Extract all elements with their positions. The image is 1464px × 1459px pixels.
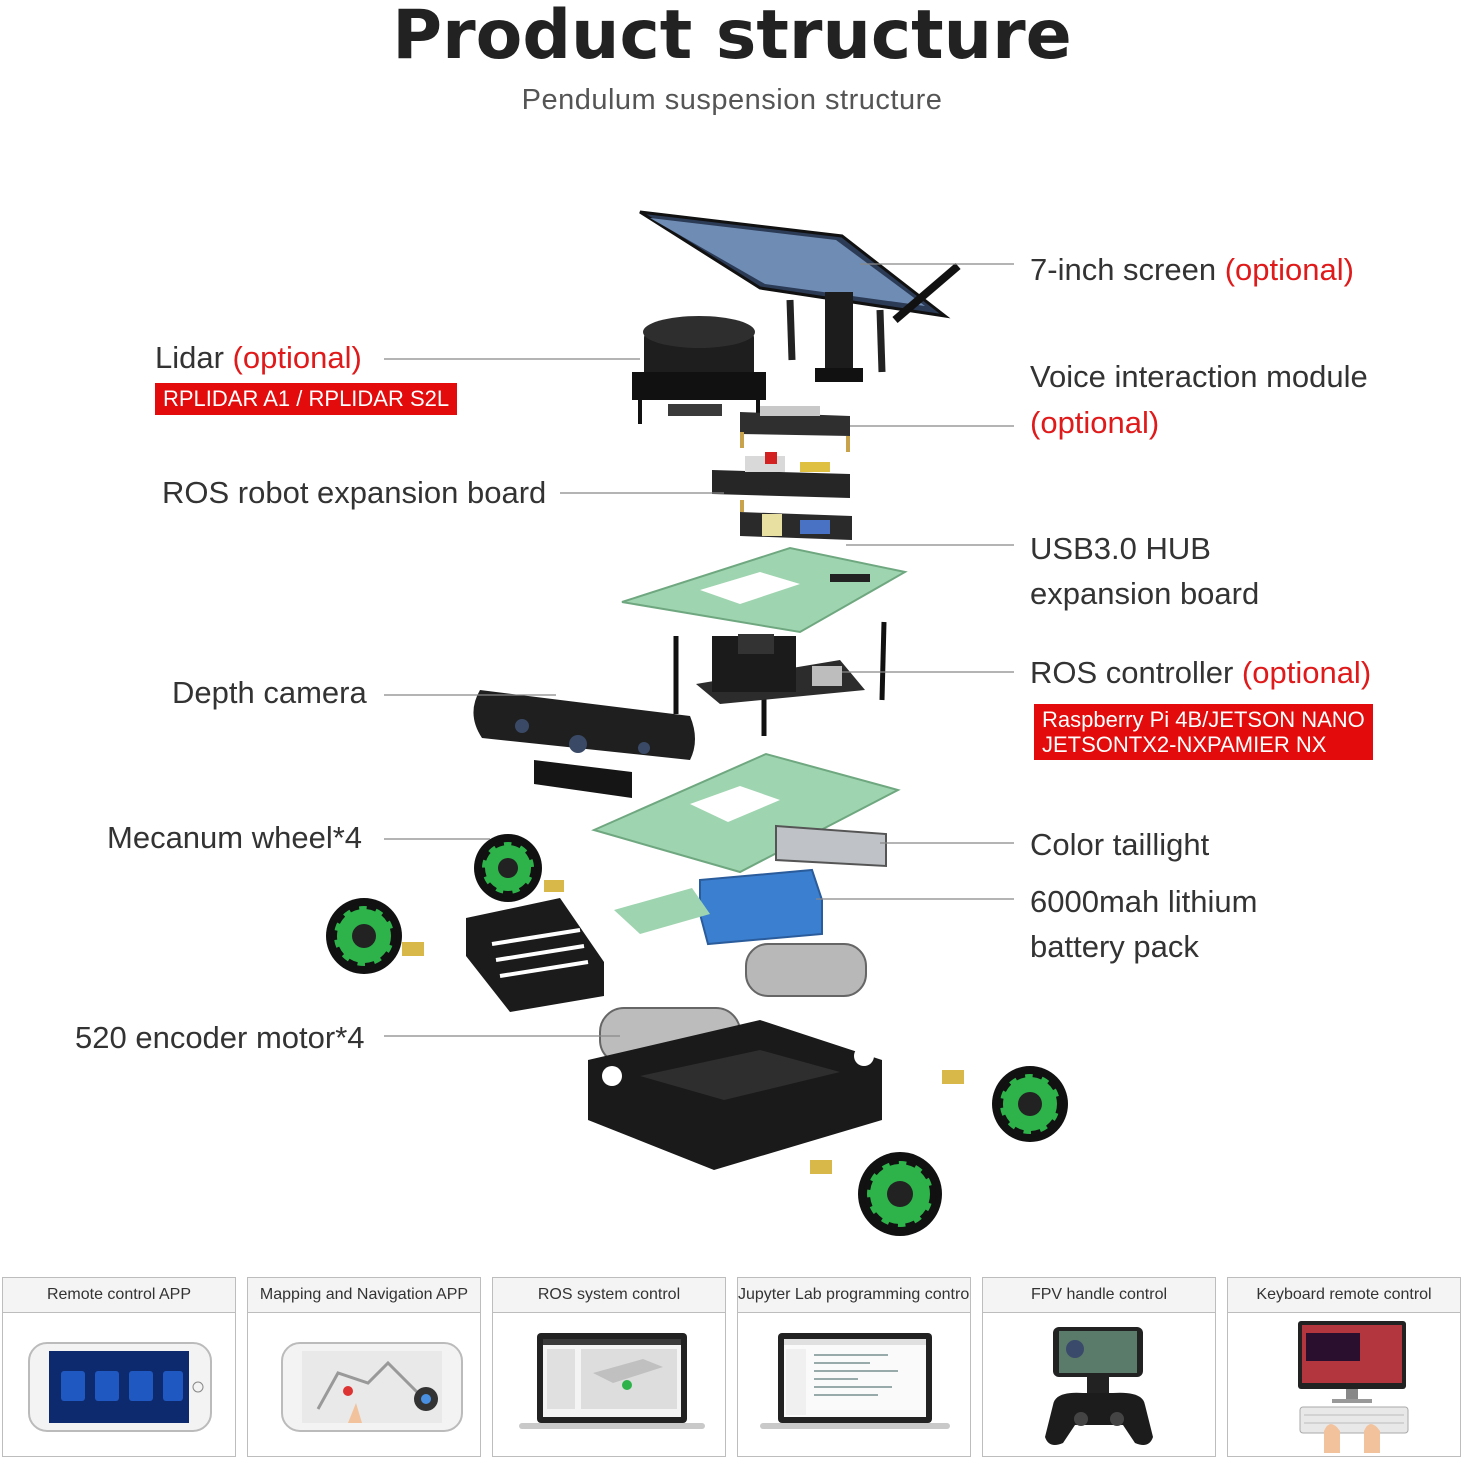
- gamepad-icon: [1045, 1327, 1153, 1445]
- lower-plate-part: [591, 752, 901, 874]
- card-jupyter-lab-programming: Jupyter Lab programming control: [737, 1277, 971, 1457]
- usb-hub-part: [740, 500, 852, 540]
- card-title: Jupyter Lab programming control: [738, 1278, 970, 1313]
- card-remote-control-app: Remote control APP: [2, 1277, 236, 1457]
- card-keyboard-remote-control: Keyboard remote control: [1227, 1277, 1461, 1457]
- card-title: Keyboard remote control: [1228, 1278, 1460, 1313]
- card-title: Remote control APP: [3, 1278, 235, 1313]
- page-title: Product structure: [392, 0, 1072, 75]
- ros-controller-tag: Raspberry Pi 4B/JETSON NANO JETSONTX2-NX…: [1034, 704, 1373, 760]
- card-title: Mapping and Navigation APP: [248, 1278, 480, 1313]
- mecanum-wheels-part: [326, 834, 1068, 1236]
- battery-part: [614, 868, 823, 946]
- depth-camera-label: Depth camera: [172, 675, 367, 710]
- card-title: FPV handle control: [983, 1278, 1215, 1313]
- ros-controller-tag-line-1: Raspberry Pi 4B/JETSON NANO: [1042, 707, 1365, 732]
- encoder-motor-label: 520 encoder motor*4: [75, 1020, 365, 1055]
- lidar-part: [632, 316, 766, 424]
- usb-hub-label: USB3.0 HUB: [1030, 531, 1211, 566]
- laptop-ros-icon: [519, 1333, 705, 1429]
- screen-label: 7-inch screen (optional): [1030, 252, 1354, 287]
- lidar-model-tag: RPLIDAR A1 / RPLIDAR S2L: [155, 383, 458, 415]
- ros-controller-tag-line-2: JETSONTX2-NXPAMIER NX: [1042, 732, 1327, 757]
- depth-camera-part: [473, 690, 695, 798]
- ros-controller-label: ROS controller (optional): [1030, 655, 1372, 690]
- usb-hub-label-2: expansion board: [1030, 576, 1260, 611]
- voice-board-part: [740, 406, 850, 452]
- voice-module-label: Voice interaction module: [1030, 359, 1368, 394]
- card-mapping-navigation-app: Mapping and Navigation APP: [247, 1277, 481, 1457]
- card-title: ROS system control: [493, 1278, 725, 1313]
- battery-label: 6000mah lithium: [1030, 884, 1258, 919]
- keyboard-icon: [1298, 1321, 1409, 1453]
- bracket-part: [466, 898, 604, 1012]
- taillight-label: Color taillight: [1030, 827, 1210, 862]
- page-subtitle: Pendulum suspension structure: [521, 84, 943, 116]
- phone-app-icon: [28, 1342, 212, 1432]
- expansion-board-part: [712, 452, 850, 498]
- card-fpv-handle-control: FPV handle control: [982, 1277, 1216, 1457]
- leader-lines: [384, 263, 1014, 1037]
- controller-part: [673, 621, 887, 736]
- screen-part: [639, 210, 961, 382]
- top-plate-part: [621, 546, 908, 634]
- card-ros-system-control: ROS system control: [492, 1277, 726, 1457]
- battery-label-2: battery pack: [1030, 929, 1199, 964]
- mecanum-wheel-label: Mecanum wheel*4: [107, 820, 363, 855]
- voice-module-optional: (optional): [1030, 405, 1160, 440]
- chassis-part: [588, 1020, 882, 1170]
- lidar-label: Lidar (optional): [155, 340, 362, 375]
- ros-expansion-board-label: ROS robot expansion board: [162, 475, 547, 510]
- phone-map-icon: [281, 1342, 463, 1432]
- laptop-jupyter-icon: [760, 1333, 950, 1429]
- robot-exploded-view: [326, 210, 1068, 1236]
